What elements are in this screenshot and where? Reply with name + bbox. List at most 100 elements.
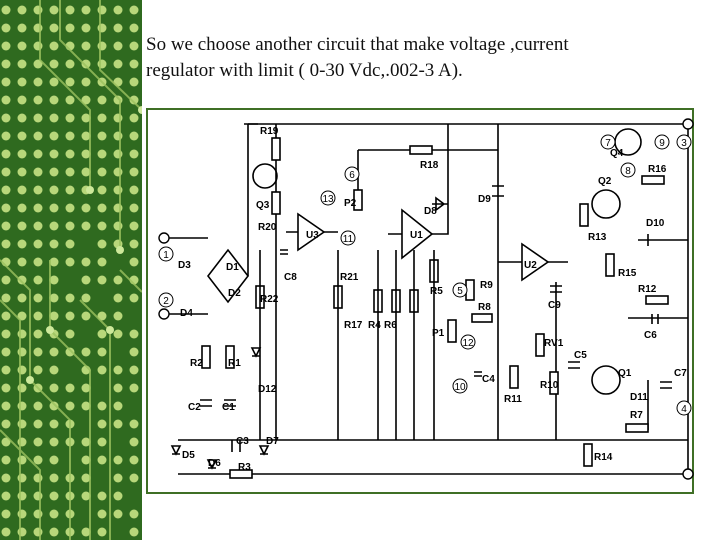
grid-dot <box>129 41 139 51</box>
grid-dot <box>49 203 59 213</box>
svg-text:R7: R7 <box>630 410 643 421</box>
grid-dot <box>1 275 11 285</box>
grid-dot <box>17 383 27 393</box>
grid-dot <box>129 527 139 537</box>
svg-text:Q4: Q4 <box>610 148 624 159</box>
svg-text:U3: U3 <box>306 230 319 241</box>
grid-dot <box>1 95 11 105</box>
svg-text:D11: D11 <box>630 392 648 403</box>
grid-dot <box>49 239 59 249</box>
grid-dot <box>33 203 43 213</box>
grid-dot <box>1 473 11 483</box>
grid-dot <box>33 113 43 123</box>
svg-text:D3: D3 <box>178 260 191 271</box>
svg-text:12: 12 <box>462 338 474 349</box>
grid-dot <box>97 149 107 159</box>
grid-dot <box>97 527 107 537</box>
grid-dot <box>65 203 75 213</box>
grid-dot <box>97 329 107 339</box>
grid-dot <box>1 293 11 303</box>
grid-dot <box>17 221 27 231</box>
grid-dot <box>97 41 107 51</box>
grid-dot <box>33 491 43 501</box>
grid-dot <box>97 419 107 429</box>
grid-dot <box>17 491 27 501</box>
grid-dot <box>1 77 11 87</box>
grid-dot <box>49 455 59 465</box>
svg-text:R10: R10 <box>540 380 559 391</box>
grid-dot <box>65 311 75 321</box>
grid-dot <box>81 59 91 69</box>
grid-dot <box>81 437 91 447</box>
grid-dot <box>129 23 139 33</box>
grid-dot <box>129 239 139 249</box>
grid-dot <box>65 167 75 177</box>
svg-text:P1: P1 <box>432 328 445 339</box>
grid-dot <box>33 365 43 375</box>
grid-dot <box>17 437 27 447</box>
grid-dot <box>129 419 139 429</box>
grid-dot <box>65 5 75 15</box>
grid-dot <box>97 221 107 231</box>
svg-text:D12: D12 <box>258 384 277 395</box>
svg-text:R20: R20 <box>258 222 277 233</box>
grid-dot <box>129 167 139 177</box>
grid-dot <box>17 5 27 15</box>
grid-dot <box>113 329 123 339</box>
grid-dot <box>65 329 75 339</box>
grid-dot <box>129 473 139 483</box>
grid-dot <box>17 113 27 123</box>
grid-dot <box>49 311 59 321</box>
grid-dot <box>33 221 43 231</box>
grid-dot <box>129 77 139 87</box>
grid-dot <box>33 275 43 285</box>
grid-dot <box>97 311 107 321</box>
grid-dot <box>65 95 75 105</box>
grid-dot <box>97 275 107 285</box>
grid-dot <box>17 41 27 51</box>
grid-dot <box>129 365 139 375</box>
svg-text:5: 5 <box>457 286 463 297</box>
grid-dot <box>97 167 107 177</box>
svg-text:U2: U2 <box>524 260 537 271</box>
svg-text:C3: C3 <box>236 436 249 447</box>
grid-dot <box>33 329 43 339</box>
svg-text:D2: D2 <box>228 288 241 299</box>
grid-dot <box>17 167 27 177</box>
grid-dot <box>33 131 43 141</box>
grid-dot <box>49 347 59 357</box>
grid-dot <box>49 113 59 123</box>
svg-text:C5: C5 <box>574 350 587 361</box>
grid-dot <box>33 419 43 429</box>
svg-text:Q1: Q1 <box>618 368 632 379</box>
svg-text:R19: R19 <box>260 126 279 137</box>
grid-dot <box>113 185 123 195</box>
grid-dot <box>81 41 91 51</box>
svg-text:7: 7 <box>605 138 611 149</box>
grid-dot <box>33 77 43 87</box>
grid-dot <box>65 77 75 87</box>
grid-dot <box>81 23 91 33</box>
grid-dot <box>1 5 11 15</box>
svg-text:4: 4 <box>681 404 687 415</box>
grid-dot <box>49 437 59 447</box>
grid-dot <box>65 131 75 141</box>
grid-dot <box>97 95 107 105</box>
grid-dot <box>97 131 107 141</box>
svg-text:RV1: RV1 <box>544 338 564 349</box>
grid-dot <box>1 59 11 69</box>
grid-dot <box>65 257 75 267</box>
svg-text:8: 8 <box>625 166 631 177</box>
decorative-sidebar <box>0 0 142 540</box>
grid-dot <box>81 383 91 393</box>
grid-dot <box>1 113 11 123</box>
grid-dot <box>1 149 11 159</box>
grid-dot <box>17 185 27 195</box>
svg-text:R9: R9 <box>480 280 493 291</box>
grid-dot <box>33 347 43 357</box>
grid-dot <box>113 383 123 393</box>
grid-dot <box>129 203 139 213</box>
grid-dot <box>49 41 59 51</box>
svg-text:D10: D10 <box>646 218 665 229</box>
grid-dot <box>97 491 107 501</box>
